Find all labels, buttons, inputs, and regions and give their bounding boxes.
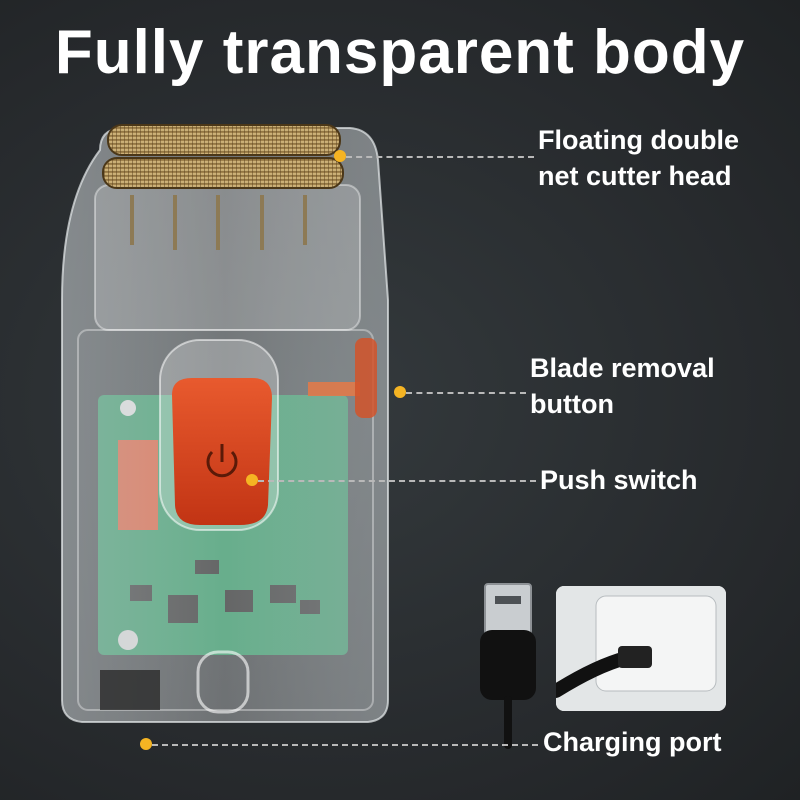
push-switch-leader xyxy=(258,480,536,482)
charging-port-leader xyxy=(152,744,538,746)
blade-removal-dot xyxy=(394,386,406,398)
foil-bottom xyxy=(102,157,344,189)
power-icon xyxy=(206,444,238,478)
charging-port-dot xyxy=(140,738,152,750)
charging-socket xyxy=(100,670,160,710)
cutter-pins xyxy=(130,195,307,250)
blade-removal-leader xyxy=(406,392,526,394)
foil-top xyxy=(107,124,341,156)
head-frame xyxy=(94,184,361,331)
push-switch-label: Push switch xyxy=(540,465,698,495)
charging-port-inset xyxy=(556,586,726,711)
blade-removal-spring xyxy=(308,338,377,418)
charging-port-label: Charging port xyxy=(543,727,722,757)
shell-inner-frame xyxy=(77,329,374,711)
blade-removal-label: Blade removal button xyxy=(530,353,715,420)
headline: Fully transparent body xyxy=(54,18,746,87)
bottom-clip xyxy=(196,650,250,714)
cutter-head-dot xyxy=(334,150,346,162)
push-switch-dot xyxy=(246,474,258,486)
usb-plug-icon xyxy=(480,583,536,749)
cutter-head-leader xyxy=(346,156,534,158)
cutter-head-label: Floating double net cutter head xyxy=(538,125,739,192)
